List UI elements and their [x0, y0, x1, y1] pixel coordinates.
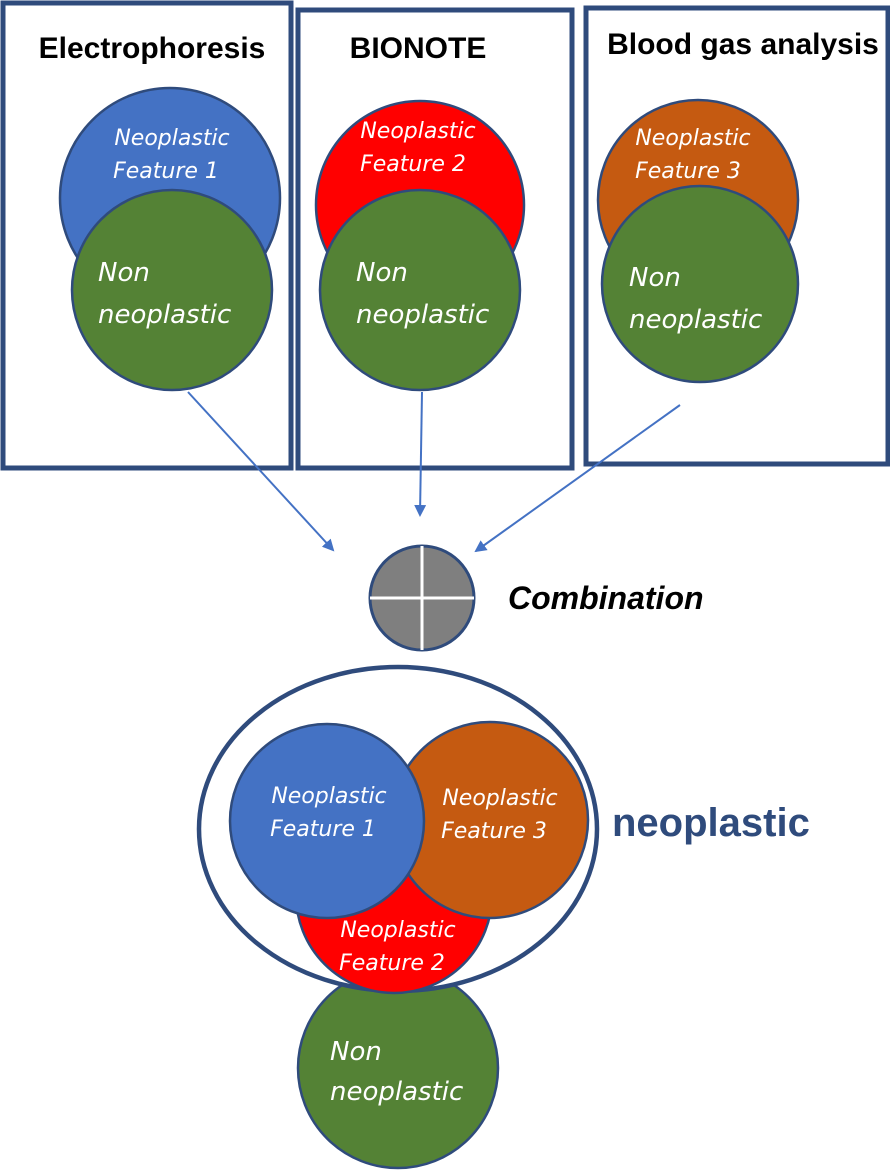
feature-label-line1: Neoplastic [114, 126, 229, 151]
panel-title: Electrophoresis [39, 32, 266, 65]
non-neoplastic-circle [70, 188, 274, 392]
non-neoplastic-label-line2: neoplastic [629, 305, 762, 335]
non-neoplastic-label-line2: neoplastic [356, 300, 489, 330]
feature-1-label-line2: Feature 1 [270, 817, 376, 842]
panel-blood-gas-analysis: Blood gas analysis Neoplastic Feature 3 … [583, 5, 890, 467]
panel-box [0, 0, 294, 471]
feature-3-label-line2: Feature 3 [441, 819, 547, 844]
non-neoplastic-circle [600, 184, 800, 384]
non-neoplastic-circle [296, 966, 500, 1170]
arrow-from-bionote [414, 391, 427, 517]
feature-label-line1: Neoplastic [635, 126, 750, 151]
non-neoplastic-label-line1: Non [356, 258, 408, 288]
feature-label-line2: Feature 1 [113, 159, 219, 184]
feature-2-label-line2: Feature 2 [339, 951, 445, 976]
feature-1-circle [228, 722, 426, 920]
panel-title: Blood gas analysis [607, 28, 879, 61]
feature-1-label-line1: Neoplastic [271, 784, 386, 809]
feature-label-line2: Feature 3 [635, 159, 741, 184]
arrow-from-electrophoresis [187, 391, 335, 552]
panel-box [583, 5, 890, 467]
feature-2-label-line1: Neoplastic [340, 918, 455, 943]
panel-electrophoresis: Electrophoresis Neoplastic Feature 1 Non… [0, 0, 294, 471]
feature-label-line2: Feature 2 [360, 152, 466, 177]
result-group: Non neoplastic Neoplastic Feature 1 Neop… [196, 664, 810, 1170]
feature-label-line1: Neoplastic [360, 119, 475, 144]
combination-node: Combination [368, 544, 704, 652]
panel-title: BIONOTE [350, 32, 487, 65]
non-neoplastic-label-line1: Non [629, 263, 681, 293]
arrow-from-blood-gas [474, 404, 681, 553]
feature-3-label-line1: Neoplastic [442, 786, 557, 811]
combination-label: Combination [508, 580, 704, 616]
panel-box [295, 7, 575, 471]
non-neoplastic-label-line2: neoplastic [330, 1077, 463, 1107]
non-neoplastic-label-line2: neoplastic [98, 300, 231, 330]
non-neoplastic-label-line1: Non [330, 1037, 382, 1067]
panel-bionote: BIONOTE Neoplastic Feature 2 Non neoplas… [295, 7, 575, 471]
neoplastic-group-label: neoplastic [612, 801, 810, 845]
non-neoplastic-label-line1: Non [98, 258, 150, 288]
non-neoplastic-circle [318, 188, 522, 392]
